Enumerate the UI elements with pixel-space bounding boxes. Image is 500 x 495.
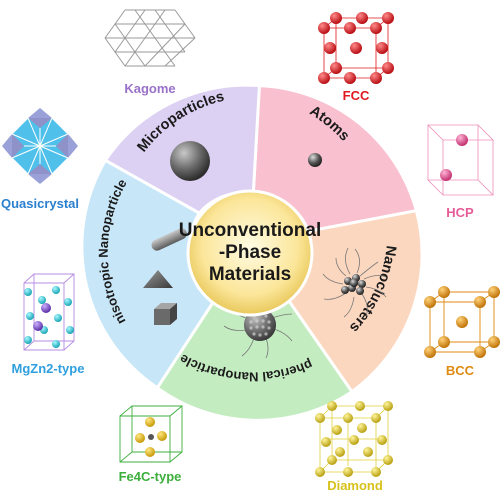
anisotropic-shapes [143,228,187,325]
fcc-structure [318,12,394,84]
nanotriangle [143,270,173,288]
mgzn2-structure [23,273,75,351]
center-title-line3: Materials [209,264,291,285]
nanorod [151,228,187,251]
microparticle-sphere [170,141,210,181]
center-circle [186,189,314,317]
diamond-structure [315,401,393,477]
center-title-line1: Unconventional [179,220,322,241]
label-kagome: Kagome [124,81,175,96]
label-diamond: Diamond [327,478,383,493]
label-quasicrystal: Quasicrystal [1,196,79,211]
fe4c-structure [119,405,183,463]
kagome-structure [104,9,196,67]
label-mgzn2-text: MgZn2-type [12,361,85,376]
quasicrystal-structure [2,108,78,184]
label-mgzn2: MgZn2-type [12,361,85,376]
label-fe4c: Fe4C-type [119,469,182,484]
label-hcp: HCP [446,205,474,220]
center-title-line2: -Phase [219,242,281,263]
nanocube [154,303,177,325]
label-fcc: FCC [343,88,370,103]
atom-sphere [308,153,322,167]
hcp-structure [427,124,494,196]
nanocluster-illustration [322,247,387,318]
label-bcc: BCC [446,363,475,378]
bcc-structure [424,286,500,358]
